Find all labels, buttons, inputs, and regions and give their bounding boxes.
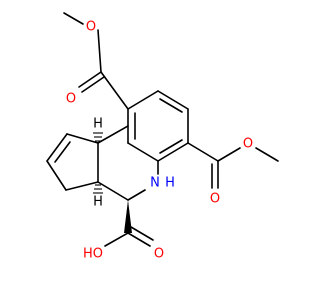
hashed-bond-h-upper	[93, 132, 103, 142]
bond-o-methyl-right	[255, 147, 279, 162]
bond-ring-c5-c6	[127, 142, 159, 162]
wedge-bond-c4-cooh	[124, 200, 132, 233]
bond-ring-carbonyl-right	[187, 142, 219, 162]
bond-carbonyl-o-double-top-b	[81, 76, 105, 93]
atom-o-top-ester-double: O	[66, 92, 76, 107]
atom-h-stereo-upper: H	[93, 117, 103, 132]
bond-c1-c2-inner	[54, 141, 71, 163]
bond-ring-c4-c5	[157, 142, 189, 162]
bond-n-c4	[127, 189, 146, 201]
bond-c4-c3a	[97, 181, 129, 201]
atom-o-right-ester-single: O	[243, 137, 253, 152]
bond-c2-c3	[46, 160, 67, 191]
bond-ring-c4-c5-inner	[159, 139, 183, 154]
atom-o-acid-hydroxyl: HO	[83, 247, 103, 262]
molecule-canvas: O O O O O HO N H H H	[46, 12, 279, 262]
bond-ring-c2-c3-inner	[159, 98, 183, 113]
molecule-structure: O O O O O HO N H H H	[46, 12, 279, 262]
bond-c9b-c6	[97, 125, 129, 144]
bond-c3-c3a	[65, 181, 99, 191]
bond-carbonyl-ring-top	[100, 71, 129, 110]
atom-o-right-ester-double: O	[210, 192, 220, 207]
hashed-bond-h-lower	[93, 184, 103, 194]
atom-h-on-n: H	[165, 176, 175, 191]
atom-o-top-ester-single: O	[86, 20, 96, 35]
bond-carbonyl-o-single-right	[217, 147, 241, 162]
atom-n-ring: N	[150, 176, 160, 191]
bond-ring-c1-c2	[127, 90, 159, 110]
bond-o-carbonyl-top	[97, 29, 102, 73]
bond-c9b-c1	[66, 133, 99, 144]
bond-cooh-o-double-b	[130, 226, 154, 241]
bond-cooh-oh	[104, 232, 129, 247]
bond-carbonyl-o-double-top-a	[78, 71, 102, 88]
atom-h-stereo-lower: H	[93, 195, 103, 210]
bond-c1-c2	[46, 133, 68, 162]
atom-o-acid-double: O	[154, 247, 164, 262]
bond-cooh-o-double-a	[127, 232, 151, 247]
bond-ring-c2-c3	[157, 90, 189, 110]
bond-methyl-o-top	[63, 12, 84, 25]
